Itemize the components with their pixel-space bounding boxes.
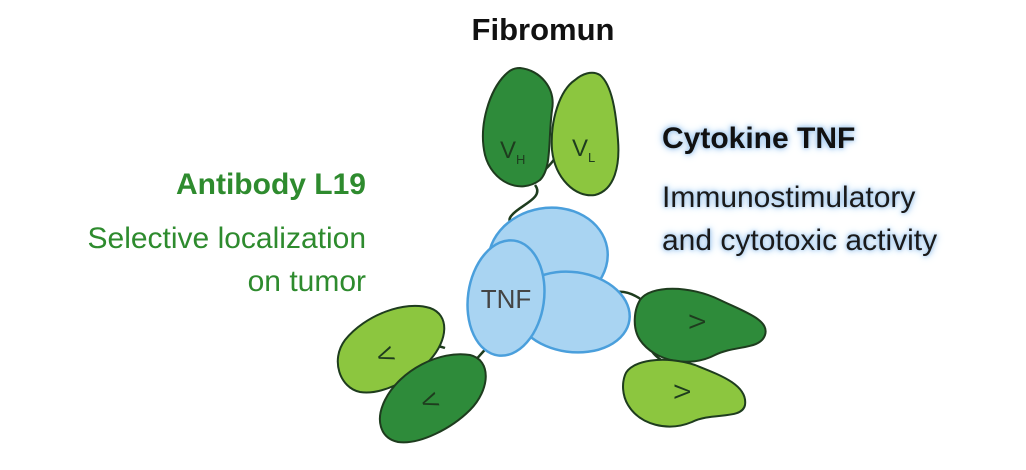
vh-domain-left [378,353,487,444]
scfv-right: V V [622,287,767,428]
tnf-subunit-front [466,239,546,357]
cytokine-name: Cytokine TNF [662,122,856,155]
cytokine-desc-line1: Immunostimulatory [662,181,916,214]
antibody-description: Selective localization on tumor [88,217,366,303]
scfv-left: V V [336,304,487,444]
vh-label-top: VH [500,137,525,167]
antibody-desc-line1: Selective localization [87,222,366,255]
tnf-label: TNF [481,284,532,314]
scfv-top: VH VL [481,66,620,197]
antibody-desc-line2: on tumor [247,265,366,298]
antibody-name: Antibody L19 [175,168,366,201]
cytokine-desc-line2: and cytotoxic activity [662,224,938,257]
vh-label-right: V [685,314,710,329]
vl-domain-top [550,71,620,197]
diagram-title: Fibromun [471,12,615,47]
vl-label-top: VL [572,135,595,165]
vh-domain-top [481,66,554,188]
vh-domain-right [633,287,767,363]
vl-domain-right [622,358,747,428]
vl-label-right: V [670,384,695,399]
tnf-trimer: TNF [466,206,631,357]
cytokine-description: Immunostimulatory and cytotoxic activity [662,176,937,262]
